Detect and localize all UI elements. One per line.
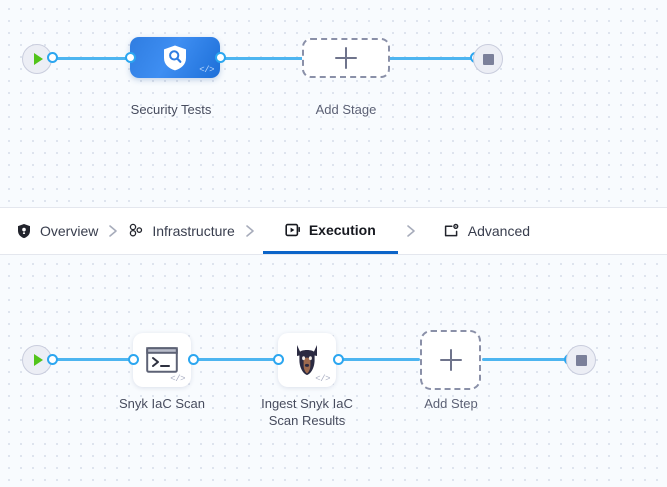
- tab-separator-1: [100, 224, 126, 238]
- step-end-node[interactable]: [566, 345, 596, 375]
- tab-infrastructure-label: Infrastructure: [152, 223, 235, 239]
- stage-canvas[interactable]: </> Security Tests Add Stage: [0, 0, 667, 207]
- step-snyk-input-port[interactable]: [128, 354, 139, 365]
- stage-end-node[interactable]: [473, 44, 503, 74]
- stage-code-badge: </>: [199, 65, 214, 75]
- section-tabs: Overview Infrastructure: [0, 207, 667, 255]
- nodes-cluster-icon: [130, 223, 143, 237]
- add-step-label: Add Step: [424, 396, 478, 411]
- step-label-snyk-iac-scan: Snyk IaC Scan: [119, 396, 205, 411]
- play-icon: [34, 354, 43, 366]
- tab-separator-3: [398, 224, 424, 238]
- step-connector-ingest-to-addstep: [335, 358, 420, 361]
- plus-icon: [439, 349, 462, 371]
- step-connector-addstep-to-end: [482, 358, 570, 361]
- tab-advanced[interactable]: Advanced: [442, 208, 532, 254]
- stage-connector-addstage-to-end: [388, 57, 476, 60]
- play-icon: [34, 53, 43, 65]
- step-connector-snyk-to-ingest: [190, 358, 280, 361]
- card-gear-icon: [444, 223, 459, 237]
- stage-node-security-tests[interactable]: </>: [130, 37, 220, 78]
- tab-execution[interactable]: Execution: [262, 208, 398, 254]
- stage-start-port[interactable]: [47, 52, 58, 63]
- chevron-right-icon: [109, 225, 118, 237]
- plus-icon: [335, 47, 357, 69]
- stop-icon: [482, 53, 494, 65]
- play-square-icon: [285, 223, 300, 236]
- step-connector-start-to-snyk: [46, 358, 134, 361]
- tab-execution-label: Execution: [308, 221, 376, 238]
- stage-security-output-port[interactable]: [215, 52, 226, 63]
- add-stage-label: Add Stage: [315, 102, 377, 117]
- step-code-badge: </>: [170, 374, 185, 384]
- stop-icon: [575, 354, 587, 366]
- stage-security-input-port[interactable]: [125, 52, 136, 63]
- chevron-right-icon: [406, 225, 415, 237]
- step-node-ingest-snyk-results[interactable]: </>: [278, 333, 336, 387]
- tab-overview-label: Overview: [40, 223, 99, 239]
- tab-advanced-label: Advanced: [467, 223, 531, 239]
- shield-search-icon: [164, 45, 186, 70]
- stage-connector-security-to-addstage: [215, 57, 305, 60]
- step-ingest-input-port[interactable]: [273, 354, 284, 365]
- chevron-right-icon: [246, 225, 254, 237]
- stage-connector-start-to-security: [46, 57, 136, 60]
- step-start-port[interactable]: [47, 354, 58, 365]
- snyk-doberman-icon: [297, 345, 317, 375]
- shield-icon: [18, 224, 30, 239]
- tab-infrastructure[interactable]: Infrastructure: [126, 208, 236, 254]
- step-code-badge: </>: [315, 374, 330, 384]
- step-node-snyk-iac-scan[interactable]: </>: [133, 333, 191, 387]
- add-step-button[interactable]: [420, 330, 481, 390]
- tab-separator-2: [237, 224, 263, 238]
- step-canvas[interactable]: </> Snyk IaC Scan </> Ingest Snyk IaC Sc…: [0, 255, 667, 487]
- tab-overview[interactable]: Overview: [14, 208, 100, 254]
- stage-label-security-tests: Security Tests: [130, 102, 212, 117]
- add-stage-button[interactable]: [302, 38, 390, 78]
- step-label-ingest-snyk-results: Ingest Snyk IaC Scan Results: [261, 396, 353, 428]
- step-ingest-output-port[interactable]: [333, 354, 344, 365]
- terminal-icon: [146, 347, 178, 373]
- step-snyk-output-port[interactable]: [188, 354, 199, 365]
